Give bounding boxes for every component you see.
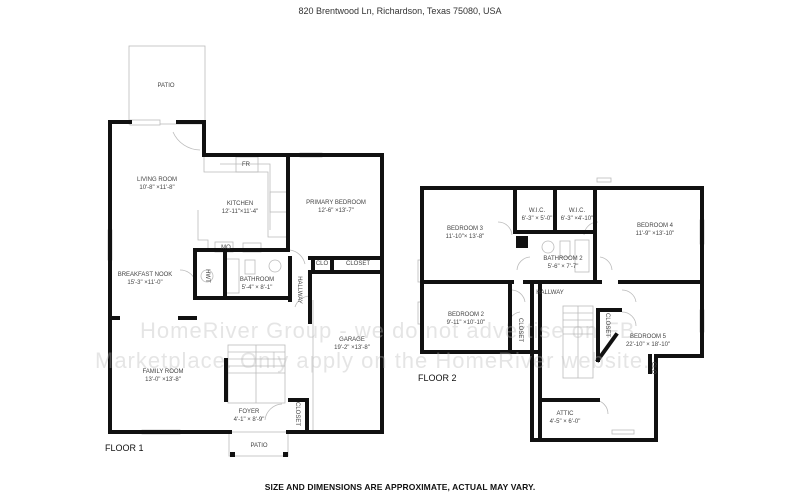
appliance-fridge: FR bbox=[242, 162, 250, 168]
room-hallway: HALLWAY bbox=[296, 276, 302, 304]
floor-1-label: FLOOR 1 bbox=[105, 443, 144, 453]
watermark-line-2: Marketplace. Only apply on the HomeRiver… bbox=[95, 348, 651, 373]
watermark-line-1: HomeRiver Group - we do not advertise on… bbox=[140, 318, 636, 343]
room-wic-1: W.I.C.6'-3" × 5'-0" bbox=[521, 208, 553, 222]
room-clo-2: CLO bbox=[650, 361, 656, 375]
room-closet-bedroom-2: CLOSET bbox=[517, 317, 523, 343]
appliance-hwt: HWT bbox=[204, 269, 210, 283]
floor-2-label: FLOOR 2 bbox=[418, 373, 457, 383]
room-patio-top: PATIO bbox=[157, 83, 175, 89]
room-patio-bottom: PATIO bbox=[250, 443, 268, 449]
property-address: 820 Brentwood Ln, Richardson, Texas 7508… bbox=[298, 6, 502, 16]
room-clo: CLO bbox=[315, 261, 329, 267]
room-closet-foyer: CLOSET bbox=[294, 401, 300, 427]
room-wic-2: W.I.C.6'-3" ×4'-10" bbox=[560, 208, 594, 222]
appliance-microwave: MO bbox=[221, 245, 231, 251]
room-hallway-2: HALLWAY bbox=[536, 290, 564, 296]
disclaimer: SIZE AND DIMENSIONS ARE APPROXIMATE, ACT… bbox=[264, 482, 536, 492]
room-closet-bedroom-5: CLOSET bbox=[604, 312, 610, 338]
room-closet-primary: CLOSET bbox=[345, 261, 371, 267]
